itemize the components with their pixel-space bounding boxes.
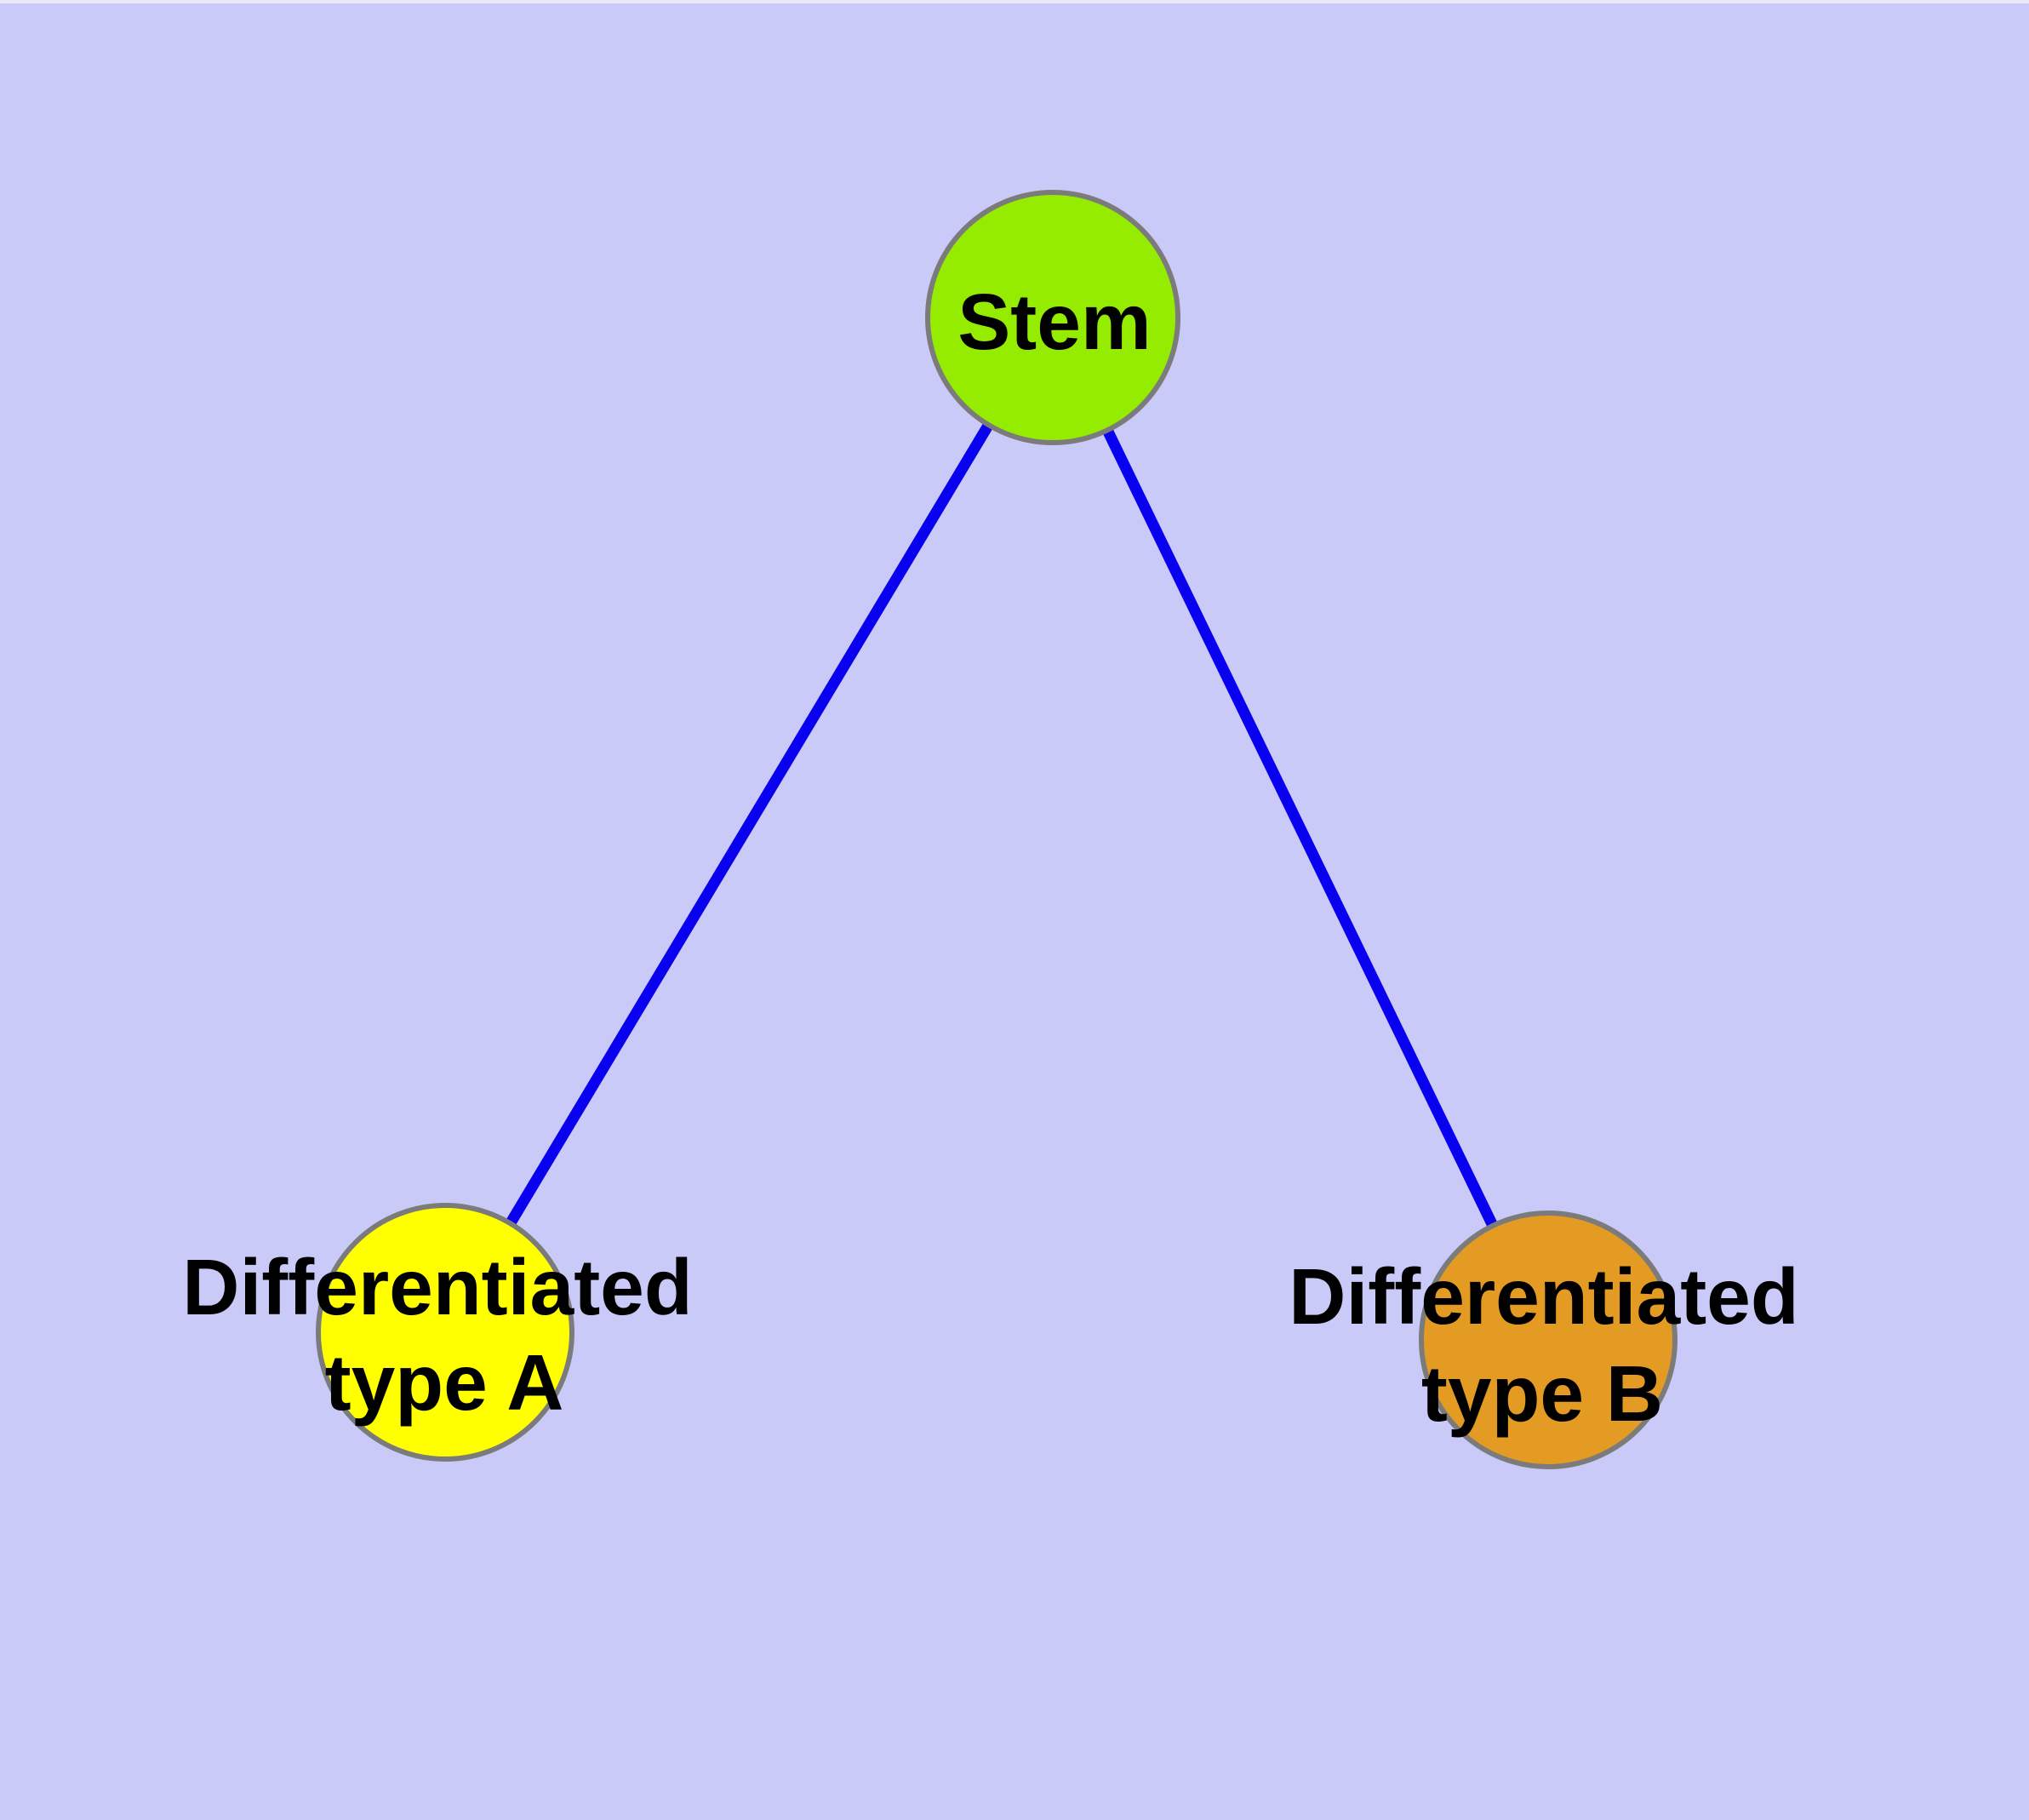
node-differentiated-type-b-label-line1: Differentiated <box>1289 1252 1798 1341</box>
node-differentiated-type-a-circle <box>316 1203 574 1462</box>
edge-stem-to-type-a <box>440 314 1058 1336</box>
node-differentiated-type-a: Differentiated type A <box>182 1203 693 1462</box>
node-differentiated-type-a-label-line1: Differentiated <box>182 1243 692 1331</box>
node-differentiated-type-b-circle <box>1419 1210 1677 1469</box>
node-differentiated-type-b-label-line2: type B <box>1421 1349 1663 1438</box>
node-stem-label: Stem <box>957 278 1151 366</box>
node-differentiated-type-b: Differentiated type B <box>1289 1210 1799 1469</box>
node-stem-circle <box>925 190 1180 445</box>
node-stem: Stem <box>925 190 1180 445</box>
node-differentiated-type-a-label-line2: type A <box>325 1338 564 1427</box>
top-edge-highlight <box>0 0 2029 3</box>
edge-stem-to-type-b <box>1048 315 1553 1342</box>
